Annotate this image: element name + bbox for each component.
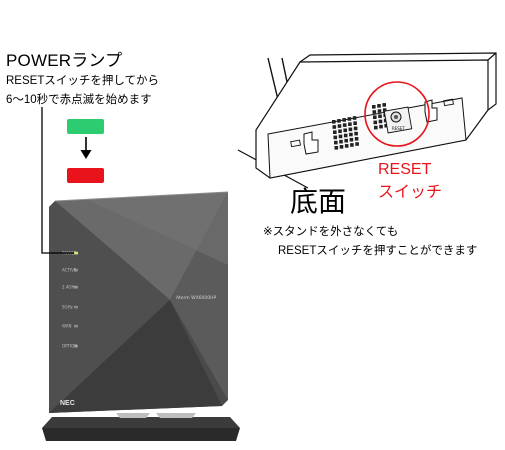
vent-hole xyxy=(333,130,337,134)
vent-hole xyxy=(379,124,383,129)
vent-hole xyxy=(349,132,353,137)
router-front-view: Aterm WX6000HP NEC POWERACTIVE2.4GHz5GHz… xyxy=(42,191,240,441)
router-led-wan xyxy=(74,324,78,328)
vent-hole xyxy=(374,125,378,130)
vent-hole xyxy=(382,103,386,107)
router-brand-logo: NEC xyxy=(60,400,75,407)
power-desc-line-1: RESETスイッチを押してから xyxy=(6,75,159,87)
vent-hole xyxy=(334,140,338,145)
reset-highlight-circle xyxy=(364,81,430,147)
vent-hole xyxy=(338,134,343,139)
vent-hole xyxy=(384,123,388,128)
reset-switch-label: RESET スイッチ xyxy=(378,158,442,204)
vent-hole xyxy=(382,108,387,112)
vent-hole xyxy=(348,122,352,126)
router-led-option xyxy=(74,344,78,348)
reset-label-line-2: スイッチ xyxy=(378,184,443,201)
router-model-label: Aterm WX6000HP xyxy=(176,295,216,301)
router-led-active xyxy=(74,268,78,272)
power-lamp-pointer-line xyxy=(41,107,74,254)
power-desc-line-2: 6～10秒で赤点滅を始めます xyxy=(6,94,152,106)
router-led-power xyxy=(74,251,78,255)
note-line-2: RESETスイッチを押すことができます xyxy=(278,245,478,257)
vent-hole xyxy=(373,115,377,119)
vent-hole xyxy=(332,125,337,129)
vent-hole xyxy=(347,117,352,121)
bottom-note: ※スタンドを外さなくても RESETスイッチを押すことができます xyxy=(263,223,477,261)
router-led-label: WAN xyxy=(62,324,71,329)
router-led-24ghz xyxy=(74,285,78,289)
vent-hole xyxy=(337,124,342,128)
power-lamp-title: POWERランプ xyxy=(6,51,123,70)
vent-hole xyxy=(373,120,378,125)
vent-hole xyxy=(377,109,382,113)
vent-hole xyxy=(354,137,359,141)
down-arrow-icon xyxy=(80,137,92,166)
vent-hole xyxy=(378,119,383,124)
vent-hole xyxy=(372,110,377,114)
vent-hole xyxy=(378,114,382,119)
vent-hole xyxy=(338,129,342,134)
vent-hole xyxy=(353,126,358,131)
vent-hole xyxy=(344,144,349,148)
lamp-green-swatch xyxy=(67,119,104,134)
vent-hole xyxy=(337,119,341,123)
vent-hole xyxy=(348,127,353,132)
vent-hole xyxy=(372,105,376,109)
router-led-5ghz xyxy=(74,305,78,309)
vent-hole xyxy=(352,116,357,120)
vent-hole xyxy=(377,104,381,108)
vent-hole xyxy=(353,121,357,125)
vent-hole xyxy=(342,123,347,127)
router-led-label: 5GHz xyxy=(62,305,73,310)
reset-switch-small-label: RESET xyxy=(392,126,405,131)
router-stand xyxy=(42,428,240,441)
vent-hole xyxy=(344,138,348,143)
router-led-label: OPTION xyxy=(62,344,77,349)
vent-hole xyxy=(355,142,359,146)
vent-hole xyxy=(342,118,346,122)
vent-hole xyxy=(339,139,343,144)
vent-hole xyxy=(343,133,348,138)
vent-hole xyxy=(343,128,347,133)
vent-hole xyxy=(339,145,344,149)
bottom-view-title: 底面 xyxy=(290,186,347,217)
vent-hole xyxy=(354,131,358,136)
power-lamp-description: RESETスイッチを押してから 6～10秒で赤点滅を始めます xyxy=(6,72,159,110)
vent-hole xyxy=(332,120,336,124)
vent-hole xyxy=(334,146,339,150)
vent-hole xyxy=(333,135,338,140)
router-led-label: 2.4GHz xyxy=(62,285,77,290)
router-led-label: ACTIVE xyxy=(62,268,77,273)
vent-hole xyxy=(349,137,354,142)
reset-label-line-1: RESET xyxy=(378,161,432,178)
lamp-red-swatch xyxy=(67,168,104,183)
router-bottom-view: RESET xyxy=(237,52,497,189)
note-line-1: ※スタンドを外さなくても xyxy=(263,226,399,238)
vent-hole xyxy=(350,143,354,147)
